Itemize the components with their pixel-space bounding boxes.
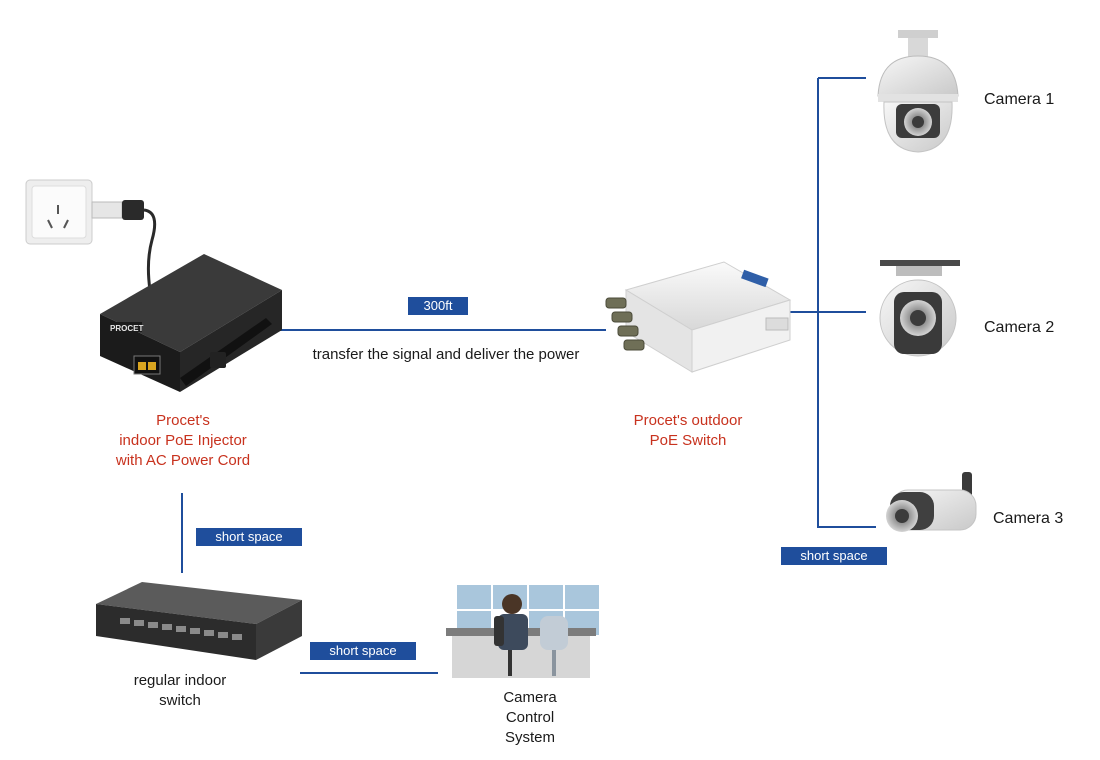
short-space-badge-cameras: short space (781, 547, 887, 565)
control-system-label: Camera Control System (470, 688, 590, 748)
camera3-label: Camera 3 (993, 510, 1064, 527)
outdoor-switch-icon (605, 261, 792, 373)
injector-label-line3: with AC Power Cord (115, 452, 251, 469)
camera1-label: Camera 1 (984, 91, 1055, 108)
control-system-label-line3: System (504, 729, 555, 746)
bullet-camera-icon (886, 472, 977, 532)
ceiling-camera-icon (879, 260, 960, 357)
main-link-caption: transfer the signal and deliver the powe… (312, 346, 580, 363)
control-system-label-line1: Camera (503, 689, 557, 706)
dome-camera-icon (877, 30, 959, 153)
camera2-label: Camera 2 (984, 319, 1055, 336)
indoor-switch-label-line2: switch (159, 692, 201, 709)
injector-label-line2: indoor PoE Injector (119, 432, 247, 449)
outdoor-switch-label-line1: Procet's outdoor (633, 412, 743, 429)
control-room-icon (446, 583, 601, 678)
indoor-switch-label: regular indoor switch (100, 671, 260, 711)
outdoor-switch-label-line2: PoE Switch (649, 432, 727, 449)
power-outlet-icon (25, 179, 157, 291)
connection-lines (181, 77, 876, 674)
distance-badge: 300ft (408, 297, 468, 315)
injector-label-line1: Procet's (156, 412, 210, 429)
network-switch-icon (96, 582, 302, 660)
control-system-label-line2: Control (505, 709, 555, 726)
poe-injector-icon: PROCET (100, 254, 282, 392)
outdoor-switch-label: Procet's outdoor PoE Switch (600, 411, 776, 451)
injector-brand: PROCET (110, 324, 143, 333)
injector-label: Procet's indoor PoE Injector with AC Pow… (88, 411, 278, 471)
indoor-switch-label-line1: regular indoor (133, 672, 227, 689)
short-space-badge-control: short space (310, 642, 416, 660)
short-space-badge-injector: short space (196, 528, 302, 546)
